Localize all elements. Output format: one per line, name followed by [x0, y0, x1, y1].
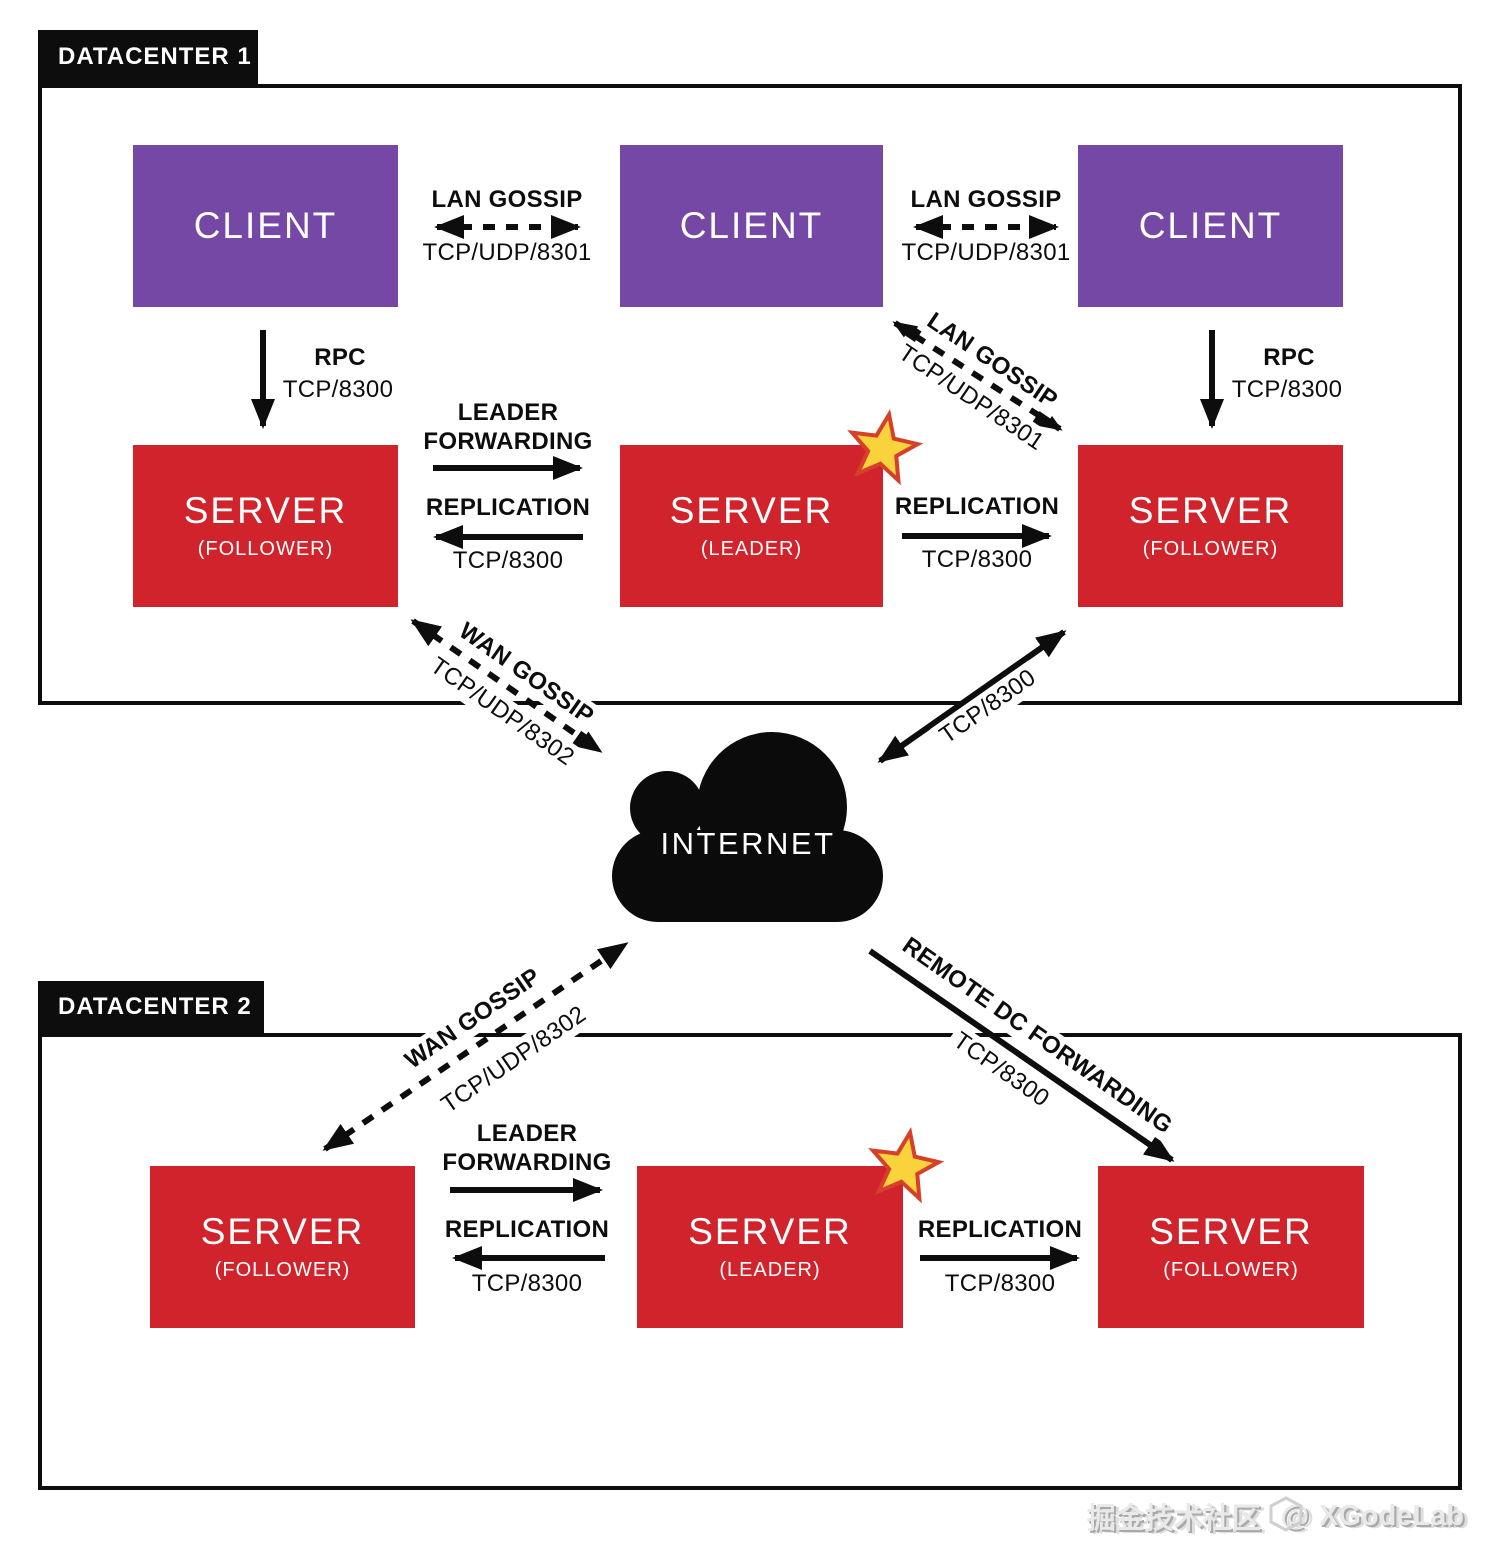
server-role: (FOLLOWER) [197, 538, 334, 561]
server-box-follower-left-dc2: SERVER (FOLLOWER) [150, 1166, 415, 1328]
client-title: CLIENT [193, 204, 338, 246]
watermark: 掘金技术社区 @ XGodeLab [1087, 1494, 1464, 1538]
leader-forwarding-label-dc1: LEADER FORWARDING [423, 399, 593, 455]
server-box-leader-dc1: SERVER (LEADER) [620, 445, 883, 607]
server-role: (LEADER) [700, 538, 803, 561]
replication-right-label-dc1: REPLICATION [894, 493, 1060, 520]
lan-gossip-right-port: TCP/UDP/8301 [901, 239, 1071, 266]
server-title: SERVER [1128, 489, 1293, 531]
hexagon-logo-icon [1269, 1496, 1303, 1540]
watermark-handle-text: XGodeLab [1318, 1499, 1464, 1532]
server-box-follower-left-dc1: SERVER (FOLLOWER) [133, 445, 398, 607]
internet-label: INTERNET [660, 826, 836, 861]
rpc-right-label: RPC [1263, 344, 1315, 371]
replication-right-port-dc1: TCP/8300 [921, 546, 1033, 573]
leader-forwarding-label-dc2: LEADER FORWARDING [442, 1120, 612, 1176]
client-title: CLIENT [679, 204, 824, 246]
replication-left-label-dc2: REPLICATION [444, 1216, 610, 1243]
replication-left-port-dc2: TCP/8300 [471, 1270, 583, 1297]
watermark-community-text: 掘金技术社区 [1086, 1503, 1261, 1535]
lan-gossip-left-label: LAN GOSSIP [431, 186, 583, 213]
client-box-right-dc1: CLIENT [1078, 145, 1343, 307]
client-title: CLIENT [1138, 204, 1283, 246]
datacenter2-label: DATACENTER 2 [58, 993, 252, 1020]
rpc-left-label: RPC [314, 344, 366, 371]
server-title: SERVER [183, 489, 348, 531]
server-title: SERVER [669, 489, 834, 531]
server-box-leader-dc2: SERVER (LEADER) [637, 1166, 903, 1328]
server-title: SERVER [1149, 1210, 1313, 1252]
server-role: (FOLLOWER) [1142, 538, 1279, 561]
server-title: SERVER [688, 1210, 852, 1252]
datacenter1-frame [38, 84, 1462, 705]
replication-right-port-dc2: TCP/8300 [944, 1270, 1056, 1297]
server-role: (FOLLOWER) [214, 1259, 351, 1282]
lan-gossip-right-label: LAN GOSSIP [910, 186, 1062, 213]
datacenter1-label: DATACENTER 1 [58, 43, 252, 70]
rpc-left-port: TCP/8300 [282, 376, 394, 403]
rpc-right-port: TCP/8300 [1231, 376, 1343, 403]
datacenter2-tab: DATACENTER 2 [38, 981, 264, 1033]
datacenter2-frame [38, 1033, 1462, 1490]
client-box-middle-dc1: CLIENT [620, 145, 883, 307]
replication-right-label-dc2: REPLICATION [917, 1216, 1083, 1243]
client-box-left-dc1: CLIENT [133, 145, 398, 307]
datacenter1-tab: DATACENTER 1 [38, 30, 258, 84]
server-box-follower-right-dc1: SERVER (FOLLOWER) [1078, 445, 1343, 607]
server-title: SERVER [200, 1210, 365, 1252]
lan-gossip-left-port: TCP/UDP/8301 [422, 239, 592, 266]
replication-left-port-dc1: TCP/8300 [452, 547, 564, 574]
server-box-follower-right-dc2: SERVER (FOLLOWER) [1098, 1166, 1364, 1328]
server-role: (LEADER) [719, 1259, 821, 1282]
server-role: (FOLLOWER) [1163, 1259, 1299, 1282]
replication-left-label-dc1: REPLICATION [425, 494, 591, 521]
